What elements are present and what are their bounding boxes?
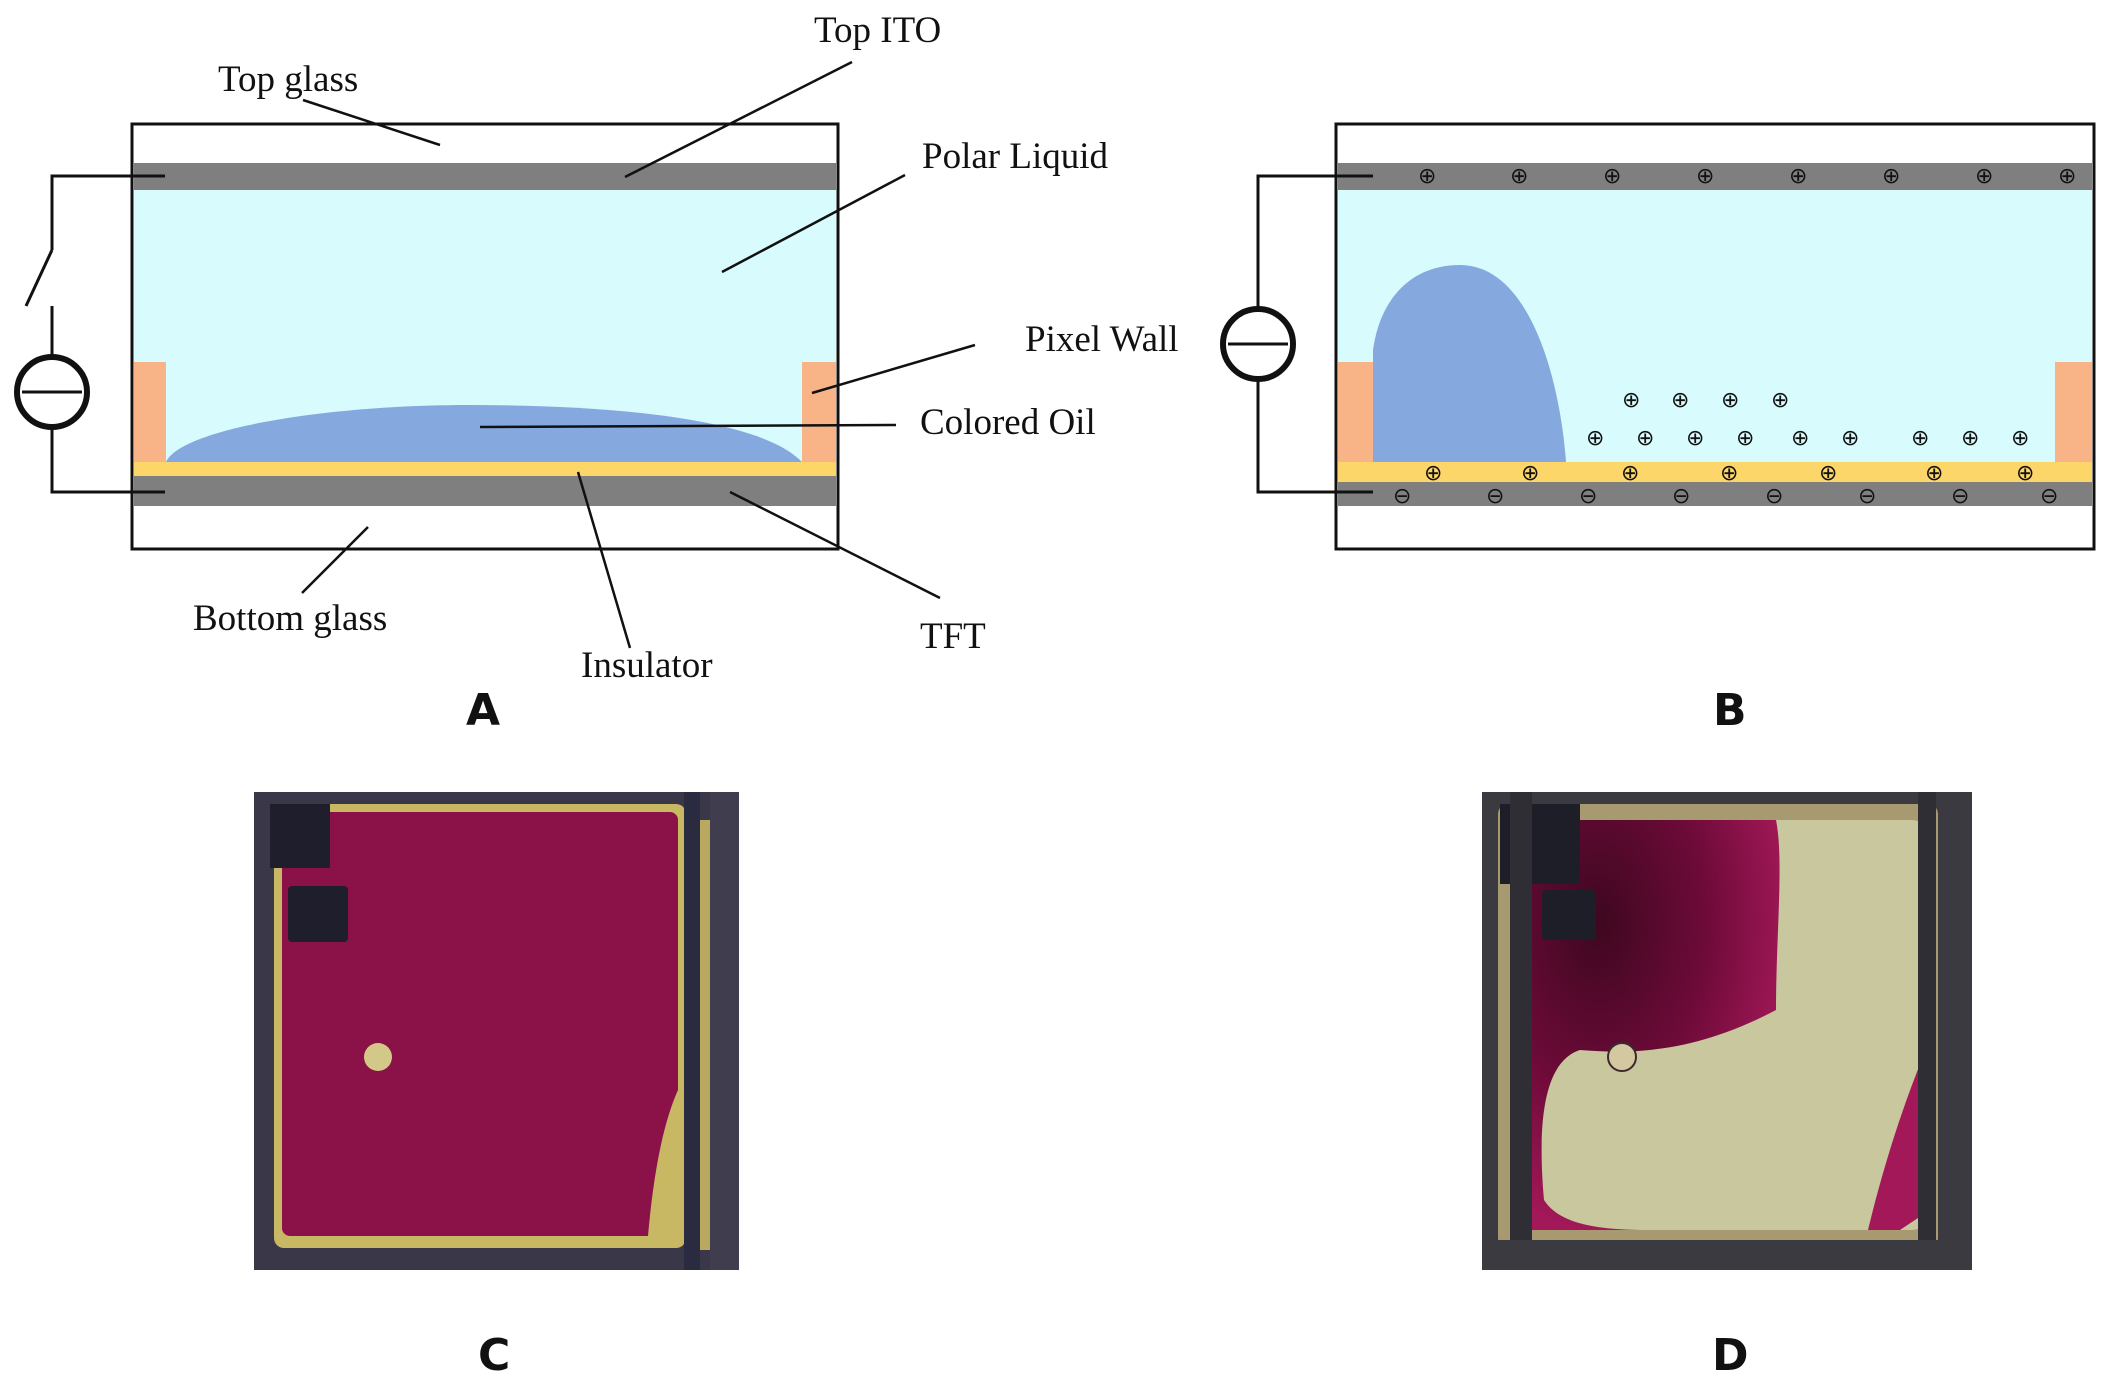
positive-charge-icon: ⊕ bbox=[1771, 388, 1789, 413]
colored-oil-film bbox=[166, 405, 802, 462]
charges-liquid-row2: ⊕ ⊕ ⊕ ⊕ ⊕ ⊕ ⊕ ⊕ ⊕ bbox=[1586, 426, 2029, 451]
spacer-dot bbox=[364, 1043, 392, 1071]
label-colored-oil: Colored Oil bbox=[920, 402, 1096, 443]
charges-tft: ⊖ ⊖ ⊖ ⊖ ⊖ ⊖ ⊖ ⊖ bbox=[1393, 484, 2058, 509]
contracted-oil-droplet bbox=[1373, 265, 1566, 462]
panel-label-a: A bbox=[466, 685, 500, 736]
positive-charge-icon: ⊕ bbox=[1975, 164, 1993, 189]
positive-charge-icon: ⊕ bbox=[1418, 164, 1436, 189]
positive-charge-icon: ⊕ bbox=[1636, 426, 1654, 451]
label-top-ito: Top ITO bbox=[814, 10, 941, 51]
panel-a-schematic: Top glass Top ITO Polar Liquid Pixel Wal… bbox=[14, 10, 1179, 736]
leader-lines-a bbox=[301, 60, 976, 649]
pixel-wall-right bbox=[802, 362, 836, 462]
charges-liquid-row1: ⊕ ⊕ ⊕ ⊕ bbox=[1622, 388, 1789, 413]
positive-charge-icon: ⊕ bbox=[1789, 164, 1807, 189]
dark-pad bbox=[1542, 890, 1596, 940]
dark-pad bbox=[270, 804, 330, 868]
label-pixel-wall: Pixel Wall bbox=[1025, 319, 1179, 360]
charges-top-ito: ⊕ ⊕ ⊕ ⊕ ⊕ ⊕ ⊕ ⊕ bbox=[1418, 164, 2076, 189]
top-ito-layer bbox=[1338, 163, 2092, 190]
positive-charge-icon: ⊕ bbox=[1736, 426, 1754, 451]
negative-charge-icon: ⊖ bbox=[1951, 484, 1969, 509]
corner-residue bbox=[648, 1090, 678, 1236]
data-line bbox=[1918, 792, 1936, 1270]
panel-label-d: D bbox=[1712, 1330, 1749, 1380]
label-top-glass: Top glass bbox=[218, 59, 358, 100]
positive-charge-icon: ⊕ bbox=[1622, 388, 1640, 413]
magenta-oil-area bbox=[282, 812, 678, 1236]
positive-charge-icon: ⊕ bbox=[1686, 426, 1704, 451]
positive-charge-icon: ⊕ bbox=[1424, 461, 1442, 486]
label-bottom-glass: Bottom glass bbox=[193, 598, 387, 639]
panel-b-schematic: ⊕ ⊕ ⊕ ⊕ ⊕ ⊕ ⊕ ⊕ ⊕ ⊕ ⊕ ⊕ ⊕ ⊕ ⊕ ⊕ ⊕ ⊕ ⊕ ⊕ … bbox=[1220, 122, 2096, 736]
positive-charge-icon: ⊕ bbox=[1621, 461, 1639, 486]
frame-bottom-strip bbox=[1482, 1240, 1972, 1270]
pixel-wall-right bbox=[2055, 362, 2092, 462]
positive-charge-icon: ⊕ bbox=[2016, 461, 2034, 486]
spacer-dot bbox=[1607, 1042, 1637, 1072]
positive-charge-icon: ⊕ bbox=[1671, 388, 1689, 413]
positive-charge-icon: ⊕ bbox=[1521, 461, 1539, 486]
positive-charge-icon: ⊕ bbox=[1882, 164, 1900, 189]
data-line bbox=[684, 792, 700, 1270]
positive-charge-icon: ⊕ bbox=[1911, 426, 1929, 451]
negative-charge-icon: ⊖ bbox=[1765, 484, 1783, 509]
label-insulator: Insulator bbox=[581, 645, 713, 686]
charges-insulator: ⊕ ⊕ ⊕ ⊕ ⊕ ⊕ ⊕ bbox=[1424, 461, 2034, 486]
positive-charge-icon: ⊕ bbox=[1819, 461, 1837, 486]
panel-label-c: C bbox=[478, 1330, 510, 1380]
positive-charge-icon: ⊕ bbox=[1841, 426, 1859, 451]
panel-c-micrograph: C bbox=[254, 792, 739, 1380]
negative-charge-icon: ⊖ bbox=[1672, 484, 1690, 509]
positive-charge-icon: ⊕ bbox=[1961, 426, 1979, 451]
positive-charge-icon: ⊕ bbox=[1696, 164, 1714, 189]
negative-charge-icon: ⊖ bbox=[1858, 484, 1876, 509]
positive-charge-icon: ⊕ bbox=[1925, 461, 1943, 486]
frame-right-strip bbox=[710, 792, 739, 1270]
pixel-wall-left bbox=[134, 362, 166, 462]
panel-label-b: B bbox=[1713, 685, 1747, 736]
positive-charge-icon: ⊕ bbox=[2058, 164, 2076, 189]
positive-charge-icon: ⊕ bbox=[1510, 164, 1528, 189]
positive-charge-icon: ⊕ bbox=[1720, 461, 1738, 486]
tft-layer bbox=[134, 476, 836, 506]
negative-charge-icon: ⊖ bbox=[1579, 484, 1597, 509]
data-line-edge bbox=[700, 820, 710, 1250]
insulator-layer bbox=[1338, 462, 2092, 482]
negative-charge-icon: ⊖ bbox=[1393, 484, 1411, 509]
negative-charge-icon: ⊖ bbox=[2040, 484, 2058, 509]
voltage-source-icon bbox=[1220, 306, 1296, 382]
pixel-wall-left bbox=[1338, 362, 1373, 462]
circuit-b bbox=[1256, 174, 1373, 494]
circuit-a bbox=[24, 174, 165, 494]
negative-charge-icon: ⊖ bbox=[1486, 484, 1504, 509]
data-line bbox=[1510, 792, 1532, 1270]
insulator-layer bbox=[134, 462, 836, 476]
positive-charge-icon: ⊕ bbox=[2011, 426, 2029, 451]
corner-oil-right bbox=[1868, 1040, 1930, 1230]
positive-charge-icon: ⊕ bbox=[1791, 426, 1809, 451]
positive-charge-icon: ⊕ bbox=[1586, 426, 1604, 451]
positive-charge-icon: ⊕ bbox=[1603, 164, 1621, 189]
label-polar-liquid: Polar Liquid bbox=[922, 136, 1109, 177]
dark-pad bbox=[288, 886, 348, 942]
top-ito-layer bbox=[134, 163, 836, 190]
label-tft: TFT bbox=[920, 616, 986, 657]
voltage-source-icon bbox=[14, 354, 90, 430]
panel-d-micrograph: D bbox=[1482, 792, 1972, 1380]
tft-layer bbox=[1338, 482, 2092, 506]
positive-charge-icon: ⊕ bbox=[1721, 388, 1739, 413]
